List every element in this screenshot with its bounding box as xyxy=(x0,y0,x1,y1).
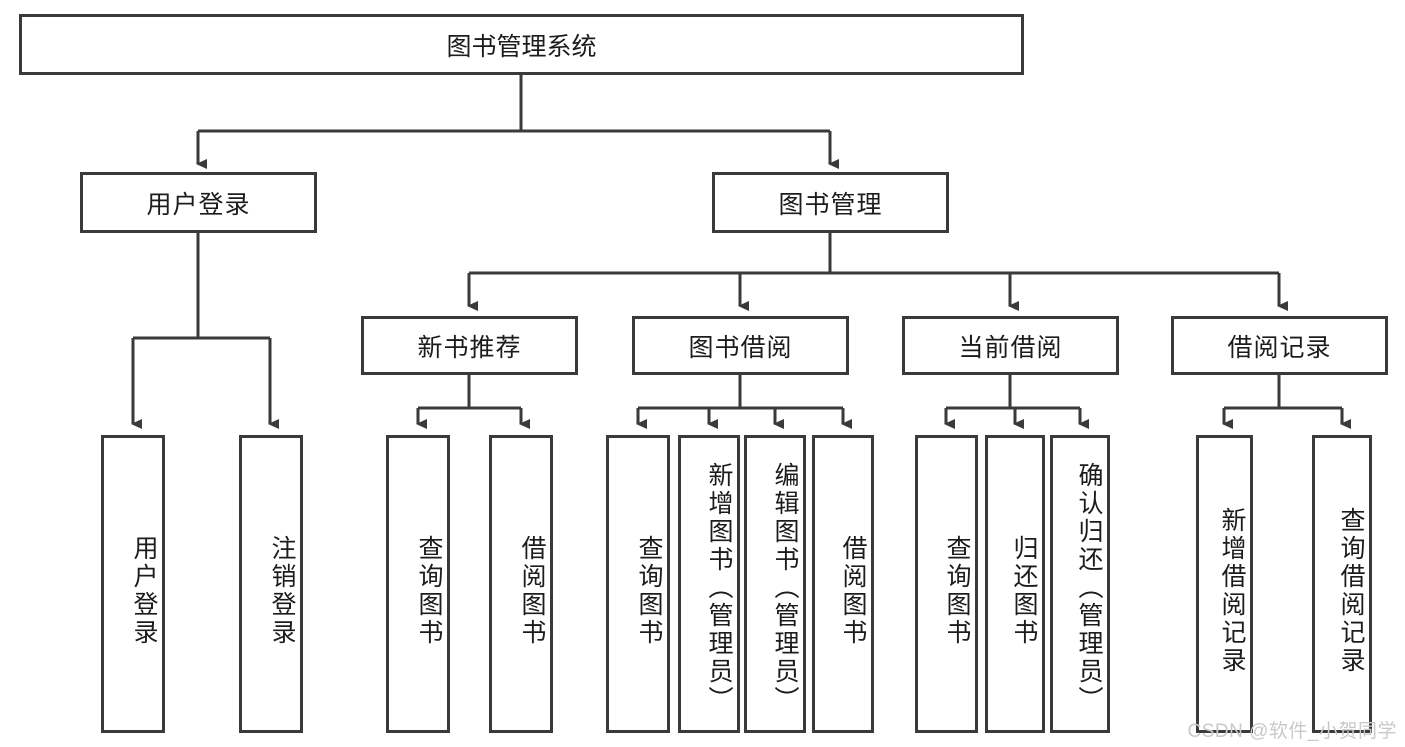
leaf-new-book-borrow[interactable]: 借阅图书 xyxy=(489,435,553,733)
node-book-borrow[interactable]: 图书借阅 xyxy=(632,316,849,375)
leaf-current-borrow-confirm-return[interactable]: 确认归还（管理员） xyxy=(1050,435,1110,733)
node-book-management[interactable]: 图书管理 xyxy=(712,172,949,233)
node-label: 图书管理 xyxy=(778,190,883,219)
leaf-label: 新增借阅记录 xyxy=(1218,507,1246,675)
leaf-book-borrow-lend[interactable]: 借阅图书 xyxy=(812,435,874,733)
node-current-borrow[interactable]: 当前借阅 xyxy=(902,316,1119,375)
leaf-label: 归还图书 xyxy=(1010,535,1038,647)
leaf-label: 新增图书（管理员） xyxy=(705,462,733,714)
leaf-label: 注销登录 xyxy=(268,535,296,647)
node-label: 图书管理系统 xyxy=(446,32,597,61)
leaf-label: 确认归还（管理员） xyxy=(1075,462,1103,714)
node-new-book-recommend[interactable]: 新书推荐 xyxy=(361,316,578,375)
leaf-borrow-record-query[interactable]: 查询借阅记录 xyxy=(1312,435,1372,733)
leaf-label: 查询图书 xyxy=(943,535,971,647)
leaf-new-book-query[interactable]: 查询图书 xyxy=(386,435,450,733)
leaf-user-login-signin[interactable]: 用户登录 xyxy=(101,435,165,733)
leaf-book-borrow-add[interactable]: 新增图书（管理员） xyxy=(678,435,740,733)
leaf-user-login-signout[interactable]: 注销登录 xyxy=(239,435,303,733)
node-borrow-record[interactable]: 借阅记录 xyxy=(1171,316,1388,375)
node-label: 新书推荐 xyxy=(417,333,522,362)
leaf-label: 编辑图书（管理员） xyxy=(771,462,799,714)
leaf-borrow-record-add[interactable]: 新增借阅记录 xyxy=(1196,435,1253,733)
leaf-label: 查询图书 xyxy=(415,535,443,647)
leaf-book-borrow-edit[interactable]: 编辑图书（管理员） xyxy=(744,435,806,733)
leaf-current-borrow-return[interactable]: 归还图书 xyxy=(985,435,1045,733)
node-label: 图书借阅 xyxy=(688,333,793,362)
leaf-label: 借阅图书 xyxy=(518,535,546,647)
node-label: 当前借阅 xyxy=(958,333,1063,362)
leaf-label: 查询图书 xyxy=(635,535,663,647)
node-label: 借阅记录 xyxy=(1227,333,1332,362)
leaf-current-borrow-query[interactable]: 查询图书 xyxy=(915,435,978,733)
leaf-label: 借阅图书 xyxy=(839,535,867,647)
node-label: 用户登录 xyxy=(146,190,251,219)
leaf-label: 用户登录 xyxy=(130,535,158,647)
node-root[interactable]: 图书管理系统 xyxy=(19,14,1024,75)
leaf-book-borrow-query[interactable]: 查询图书 xyxy=(606,435,670,733)
node-user-login[interactable]: 用户登录 xyxy=(80,172,317,233)
leaf-label: 查询借阅记录 xyxy=(1337,507,1365,675)
